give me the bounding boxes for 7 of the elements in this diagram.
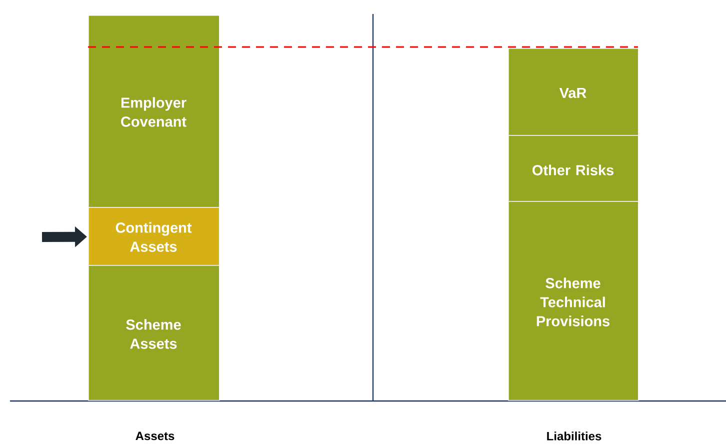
axis-label: Liabilities xyxy=(547,432,602,440)
bar-segment: VaR xyxy=(508,48,639,136)
axis-label: Assets xyxy=(136,432,174,440)
bar-segment: Scheme Assets xyxy=(88,265,220,401)
bar-segment: Contingent Assets xyxy=(88,207,220,266)
bar-segment: Other Risks xyxy=(508,135,639,202)
bar-segment: Employer Covenant xyxy=(88,15,220,208)
